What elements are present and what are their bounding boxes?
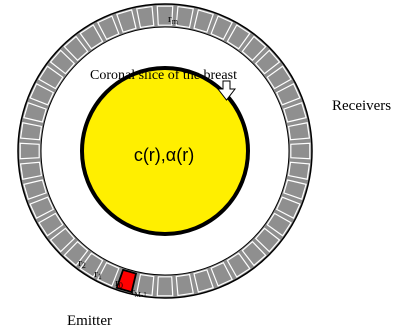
receiver-element <box>287 161 311 180</box>
receiver-element <box>38 65 64 90</box>
receiver-element <box>266 65 292 90</box>
receiver-element <box>210 15 234 41</box>
receiver-element <box>49 49 76 75</box>
svg-text:r1: r1 <box>94 268 102 281</box>
receiver-element <box>156 276 174 297</box>
svg-text:rM-1: rM-1 <box>131 287 147 299</box>
receiver-element <box>23 179 47 200</box>
receiver-element <box>23 102 47 123</box>
receiver-element <box>241 240 267 267</box>
receiver-element <box>136 273 155 297</box>
breast-properties-label: c(r),α(r) <box>134 145 194 165</box>
receiver-element <box>175 273 194 297</box>
receiver-element <box>254 227 281 253</box>
receiver-element <box>193 269 214 293</box>
ring-label-r1: r1 <box>94 268 102 281</box>
emitter-label: Emitter <box>67 313 112 329</box>
ring-label-rM-1: rM-1 <box>131 287 147 299</box>
receiver-element <box>38 212 64 237</box>
ring-label-r0: r0 <box>115 277 123 290</box>
svg-text:rm: rm <box>168 13 179 26</box>
coronal-slice-label: Coronal slice of the breast <box>90 68 237 83</box>
receiver-element <box>156 5 174 26</box>
receiver-element <box>266 212 292 237</box>
receiver-element <box>116 9 137 33</box>
receiver-element <box>96 261 120 287</box>
receiver-element <box>63 35 89 62</box>
receiver-element <box>287 122 311 141</box>
breast-slice <box>80 66 250 236</box>
receiver-element <box>290 142 311 160</box>
receiver-element <box>275 196 301 220</box>
receiver-element <box>275 82 301 106</box>
receiver-element <box>96 15 120 41</box>
ring-label-r2: r2 <box>78 257 86 270</box>
receiver-element <box>226 24 251 50</box>
receiver-element <box>210 261 234 287</box>
receiver-elements <box>19 5 311 297</box>
receiver-element <box>254 49 281 75</box>
receiver-element <box>79 252 104 278</box>
down-arrow-icon <box>216 80 237 101</box>
receiver-element <box>241 35 267 62</box>
receiver-element <box>63 240 89 267</box>
receiver-element <box>136 5 155 29</box>
receiver-element <box>283 179 307 200</box>
receiver-element <box>175 5 194 29</box>
emitter-element <box>115 268 138 294</box>
svg-text:r2: r2 <box>78 257 86 270</box>
receiver-element <box>193 9 214 33</box>
svg-text:r0: r0 <box>115 277 123 290</box>
ring-label-rm: rm <box>168 13 179 26</box>
receiver-element <box>29 196 55 220</box>
receiver-element <box>19 122 43 141</box>
receiver-element <box>226 252 251 278</box>
receivers-label: Receivers <box>332 98 391 114</box>
receiver-element <box>19 142 40 160</box>
receiver-element <box>283 102 307 123</box>
receiver-element <box>29 82 55 106</box>
receiver-element <box>79 24 104 50</box>
receiver-element <box>49 227 76 253</box>
receiver-element <box>19 161 43 180</box>
